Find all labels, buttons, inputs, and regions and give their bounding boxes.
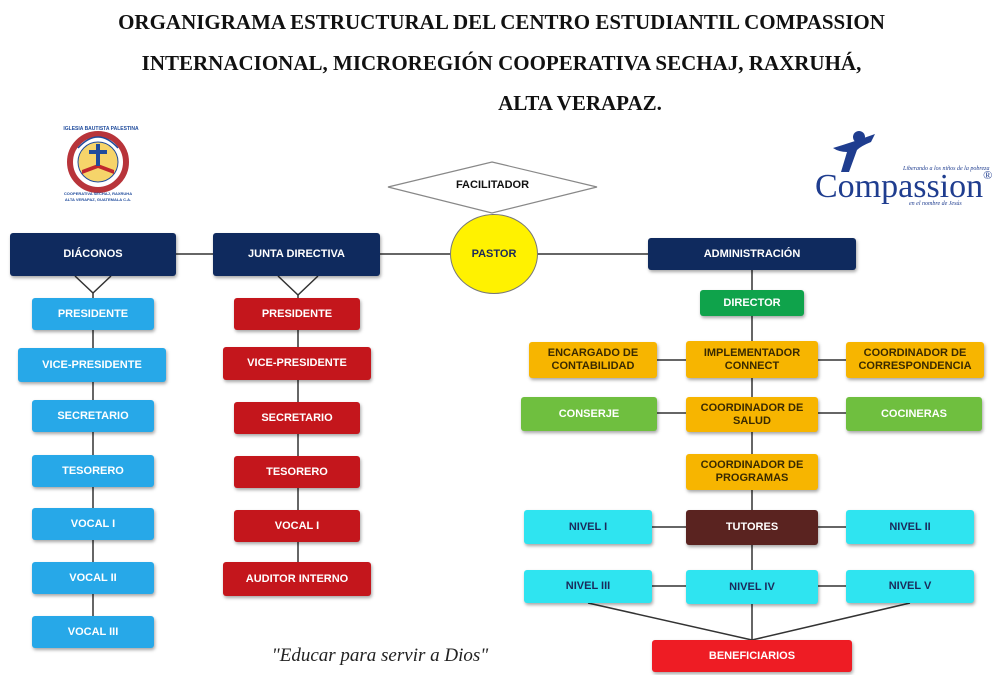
pastor-node: PASTOR bbox=[450, 214, 538, 294]
compassion-tagline: Liberando a los niños de la pobreza bbox=[903, 166, 990, 172]
contabilidad-node: ENCARGADO DE CONTABILIDAD bbox=[529, 342, 657, 378]
facilitador-node: FACILITADOR bbox=[385, 160, 600, 215]
junta-header: JUNTA DIRECTIVA bbox=[213, 233, 380, 276]
pastor-label: PASTOR bbox=[471, 248, 517, 260]
compassion-brand: Compassion® bbox=[815, 168, 992, 206]
junta-auditor-interno: AUDITOR INTERNO bbox=[223, 562, 371, 596]
chart-title-line-1: ORGANIGRAMA ESTRUCTURAL DEL CENTRO ESTUD… bbox=[118, 10, 885, 34]
registered-mark: ® bbox=[983, 168, 993, 182]
chart-title-line-3: ALTA VERAPAZ. bbox=[498, 91, 662, 115]
compassion-subtagline: en el nombre de Jesús bbox=[909, 201, 962, 207]
nivel-4-node: NIVEL IV bbox=[686, 570, 818, 604]
tutores-node: TUTORES bbox=[686, 510, 818, 545]
diaconos-presidente: PRESIDENTE bbox=[32, 298, 154, 330]
junta-tesorero: TESORERO bbox=[234, 456, 360, 488]
church-logo-subtext-1: COOPERATIVA SECHAJ, RAXRUHA bbox=[63, 191, 133, 196]
compassion-logo: Liberando a los niños de la pobreza Comp… bbox=[815, 128, 1000, 210]
compassion-brand-text: Compassion bbox=[815, 168, 984, 205]
administracion-header: ADMINISTRACIÓN bbox=[648, 238, 856, 270]
salud-node: COORDINADOR DE SALUD bbox=[686, 397, 818, 432]
compassion-figure-icon bbox=[833, 131, 875, 172]
director-node: DIRECTOR bbox=[700, 290, 804, 316]
diaconos-header: DIÁCONOS bbox=[10, 233, 176, 276]
conserje-node: CONSERJE bbox=[521, 397, 657, 431]
diaconos-vocal-3: VOCAL III bbox=[32, 616, 154, 648]
church-logo-subtext-2: ALTA VERAPAZ, GUATEMALA C.A. bbox=[64, 197, 132, 202]
nivel-5-node: NIVEL V bbox=[846, 570, 974, 603]
nivel-3-node: NIVEL III bbox=[524, 570, 652, 603]
junta-presidente: PRESIDENTE bbox=[234, 298, 360, 330]
chart-title-line-2: INTERNACIONAL, MICROREGIÓN COOPERATIVA S… bbox=[141, 51, 862, 75]
diaconos-vice-presidente: VICE-PRESIDENTE bbox=[18, 348, 166, 382]
cocineras-node: COCINERAS bbox=[846, 397, 982, 431]
nivel-2-node: NIVEL II bbox=[846, 510, 974, 544]
beneficiarios-node: BENEFICIARIOS bbox=[652, 640, 852, 672]
correspondencia-node: COORDINADOR DE CORRESPONDENCIA bbox=[846, 342, 984, 378]
church-logo: IGLESIA BAUTISTA PALESTINA COOPERATIVA S… bbox=[48, 126, 148, 203]
junta-vocal-1: VOCAL I bbox=[234, 510, 360, 542]
programas-node: COORDINADOR DE PROGRAMAS bbox=[686, 454, 818, 490]
diaconos-secretario: SECRETARIO bbox=[32, 400, 154, 432]
diaconos-tesorero: TESORERO bbox=[32, 455, 154, 487]
nivel-1-node: NIVEL I bbox=[524, 510, 652, 544]
church-logo-ring-text: IGLESIA BAUTISTA PALESTINA bbox=[63, 126, 139, 132]
diaconos-vocal-1: VOCAL I bbox=[32, 508, 154, 540]
facilitador-label: FACILITADOR bbox=[455, 179, 530, 191]
junta-vice-presidente: VICE-PRESIDENTE bbox=[223, 347, 371, 380]
junta-secretario: SECRETARIO bbox=[234, 402, 360, 434]
implementador-node: IMPLEMENTADOR CONNECT bbox=[686, 341, 818, 378]
diaconos-vocal-2: VOCAL II bbox=[32, 562, 154, 594]
motto-text: "Educar para servir a Dios" bbox=[271, 645, 489, 666]
